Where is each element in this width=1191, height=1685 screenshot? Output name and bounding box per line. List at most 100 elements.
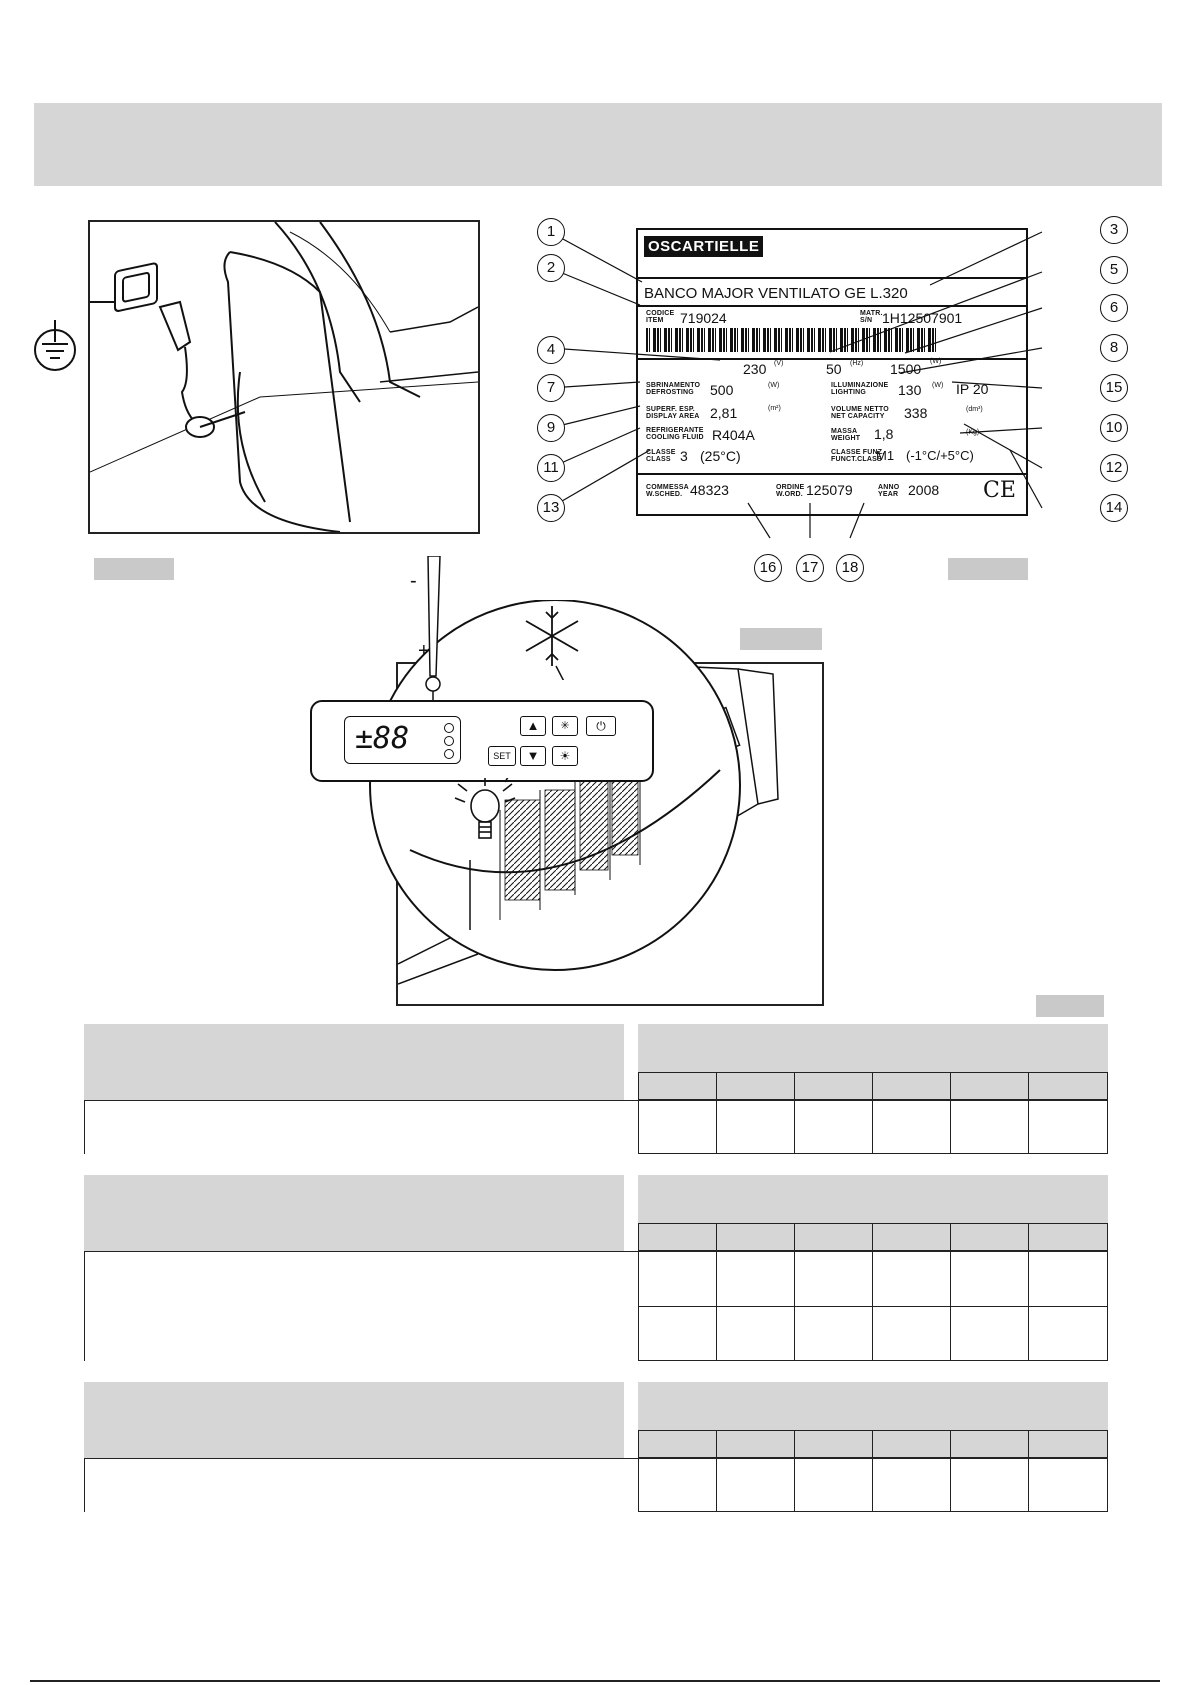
class-temp: (25°C): [700, 448, 741, 464]
volume-label: VOLUME NETTO: [831, 406, 889, 413]
rating-plate: OSCARTIELLE BANCO MAJOR VENTILATO GE L.3…: [636, 228, 1028, 516]
classe-funz-label: CLASSE FUNZ.: [831, 449, 885, 456]
spec-table-3: [84, 1382, 1108, 1512]
table-1-header-left: [84, 1024, 624, 1100]
sn-label: S/N: [860, 317, 873, 324]
callout-13: 13: [537, 494, 565, 522]
display-area-label: DISPLAY AREA: [646, 413, 700, 420]
table-3-header-left: [84, 1382, 624, 1458]
ordine-value: 125079: [806, 482, 853, 498]
temp-minus-sign: -: [410, 570, 417, 592]
voltage-value: 230: [743, 361, 767, 377]
weight-value: 1,8: [874, 426, 894, 442]
lighting-label: LIGHTING: [831, 389, 867, 396]
callout-10: 10: [1100, 414, 1128, 442]
figure-tag-1: [94, 558, 174, 580]
area-unit: (m²): [768, 405, 781, 412]
massa-label: MASSA: [831, 428, 858, 435]
codice-label: CODICE: [646, 310, 675, 317]
thermometer-icon: [425, 556, 441, 716]
temp-plus-sign: +: [418, 640, 430, 662]
callout-6: 6: [1100, 294, 1128, 322]
superf-label: SUPERF. ESP.: [646, 406, 695, 413]
callout-2: 2: [537, 254, 565, 282]
capacity-unit: (dm³): [966, 406, 983, 413]
callout-12: 12: [1100, 454, 1128, 482]
detail-zoom-circle: [369, 600, 741, 971]
defrost-unit: (W): [768, 382, 780, 389]
figure-tag-2: [948, 558, 1028, 580]
capacity-label: NET CAPACITY: [831, 413, 885, 420]
callout-11: 11: [537, 454, 565, 482]
year-value: 2008: [908, 482, 940, 498]
defrost-button[interactable]: ✳: [552, 716, 578, 736]
callout-15: 15: [1100, 374, 1128, 402]
down-button[interactable]: ▼: [520, 746, 546, 766]
plug-socket-drawing: [59, 221, 479, 533]
footer-rule: [30, 1680, 1160, 1682]
cooling-fluid-label: COOLING FLUID: [646, 434, 704, 441]
figure-tag-4: [1036, 995, 1104, 1017]
light-bulb-icon: [454, 778, 516, 839]
frequency-value: 50: [826, 361, 842, 377]
figure-tag-3: [740, 628, 822, 650]
snowflake-icon: [525, 606, 579, 680]
class-value: 3: [680, 448, 688, 464]
ip-rating: IP 20: [956, 381, 989, 397]
table-2-header-left: [84, 1175, 624, 1251]
set-button[interactable]: SET: [488, 746, 516, 766]
callout-8: 8: [1100, 334, 1128, 362]
callout-leaders: [549, 231, 1043, 539]
matr-label: MATR.: [860, 310, 883, 317]
capacity-value: 338: [904, 405, 928, 421]
wsched-label: W.SCHED.: [646, 491, 683, 498]
ordine-label: ORDINE: [776, 484, 805, 491]
callout-1: 1: [537, 218, 565, 246]
earth-ground-icon: [34, 320, 76, 371]
lighting-value: 130: [898, 382, 922, 398]
power-button[interactable]: ⏻: [586, 716, 616, 736]
class-label: CLASS: [646, 456, 671, 463]
display-digits: ±88: [355, 721, 410, 756]
controller-panel: ±88 ▲ ✳ ⏻ SET ▼ ☀: [310, 700, 654, 782]
item-label: ITEM: [646, 317, 664, 324]
callout-16: 16: [754, 554, 782, 582]
commessa-value: 48323: [690, 482, 729, 498]
temperature-display: ±88: [344, 716, 461, 764]
anno-label: ANNO: [878, 484, 900, 491]
power-value: 1500: [890, 361, 922, 377]
funct-range: (-1°C/+5°C): [906, 448, 974, 463]
funct-class-label: FUNCT.CLASS: [831, 456, 882, 463]
callout-5: 5: [1100, 256, 1128, 284]
weight-label: WEIGHT: [831, 435, 861, 442]
brand-logo: OSCARTIELLE: [644, 236, 764, 257]
spec-table-1: [84, 1024, 1108, 1154]
callout-14: 14: [1100, 494, 1128, 522]
section-banner: [34, 103, 1162, 186]
callout-17: 17: [796, 554, 824, 582]
defrosting-label: DEFROSTING: [646, 389, 694, 396]
ce-mark: CE: [983, 478, 1016, 503]
callout-7: 7: [537, 374, 565, 402]
callout-9: 9: [537, 414, 565, 442]
spec-table-2: [84, 1175, 1108, 1361]
classe-label: CLASSE: [646, 449, 676, 456]
up-button[interactable]: ▲: [520, 716, 546, 736]
callout-18: 18: [836, 554, 864, 582]
word-label: W.ORD.: [776, 491, 803, 498]
model-name: BANCO MAJOR VENTILATO GE L.320: [644, 285, 908, 302]
barcode: [646, 328, 936, 352]
callout-4: 4: [537, 336, 565, 364]
callout-3: 3: [1100, 216, 1128, 244]
illuminazione-label: ILLUMINAZIONE: [831, 382, 889, 389]
area-value: 2,81: [710, 405, 738, 421]
voltage-unit: (V): [774, 360, 784, 367]
lighting-unit: (W): [932, 382, 944, 389]
commessa-label: COMMESSA: [646, 484, 689, 491]
light-button[interactable]: ☀: [552, 746, 578, 766]
year-label: YEAR: [878, 491, 899, 498]
plug-illustration: [59, 220, 480, 534]
sbrinamento-label: SBRINAMENTO: [646, 382, 701, 389]
funct-value: M1: [876, 448, 895, 463]
serial-number: 1H12507901: [882, 310, 963, 326]
